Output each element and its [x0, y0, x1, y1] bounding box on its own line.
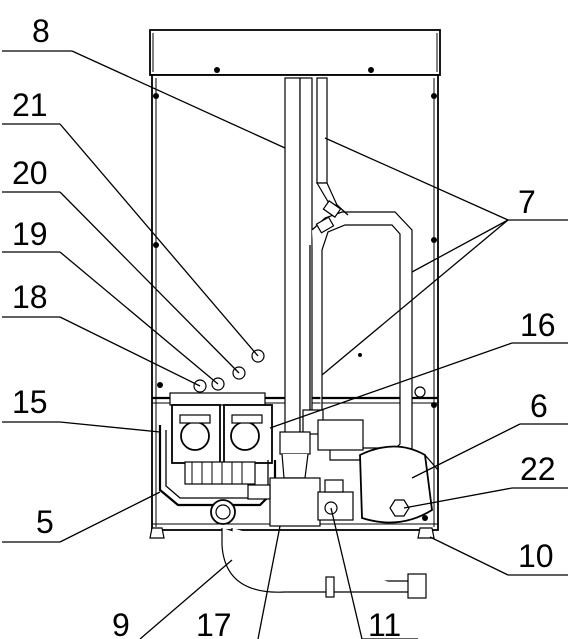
label-6: 6	[530, 388, 548, 424]
leader-lines	[2, 50, 568, 639]
label-9: 9	[112, 607, 130, 639]
expansion-tank	[359, 445, 439, 524]
water-hose	[221, 528, 427, 599]
label-11: 11	[368, 607, 401, 639]
label-10: 10	[518, 538, 554, 574]
callout-labels: 8 21 20 19 18 15 5 7 16 6 22 10 9 17 11	[12, 13, 556, 639]
label-21: 21	[12, 87, 48, 123]
pump-block	[158, 392, 277, 507]
label-5: 5	[36, 504, 54, 540]
label-8: 8	[32, 13, 50, 49]
label-18: 18	[12, 279, 48, 315]
gas-valve	[317, 479, 354, 521]
label-15: 15	[12, 384, 48, 420]
valve-group	[210, 419, 364, 527]
label-17: 17	[196, 607, 232, 639]
label-20: 20	[12, 155, 48, 191]
label-19: 19	[12, 216, 48, 252]
label-16: 16	[520, 307, 556, 343]
label-22: 22	[520, 451, 556, 487]
label-7: 7	[518, 184, 536, 220]
